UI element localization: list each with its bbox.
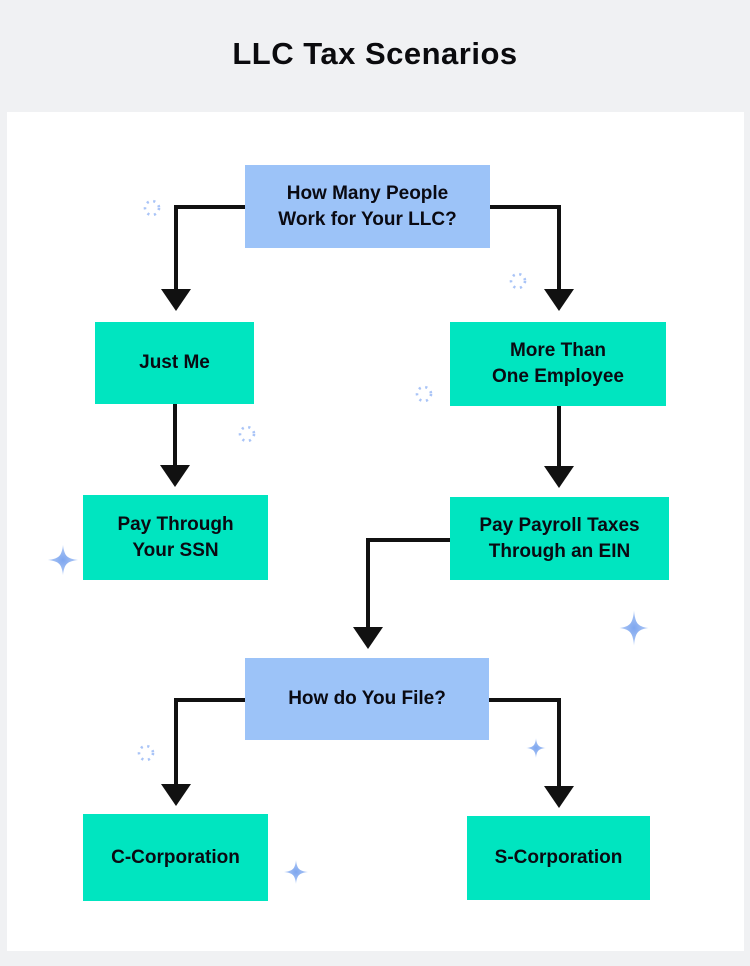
flow-node-how-do-you-file: How do You File? [245,658,503,754]
flow-node-s-corporation: S-Corporation [467,816,664,914]
flow-node-how-many-people: How Many People Work for Your LLC? [245,165,504,262]
page-title: LLC Tax Scenarios [232,36,518,71]
flow-node-c-corporation: C-Corporation [83,814,282,915]
flow-node-more-than-one-employee: More Than One Employee [450,322,680,420]
flow-node-just-me: Just Me [95,322,268,418]
flow-node-pay-payroll-ein: Pay Payroll Taxes Through an EIN [450,497,683,594]
flow-node-pay-through-ssn: Pay Through Your SSN [83,495,282,594]
